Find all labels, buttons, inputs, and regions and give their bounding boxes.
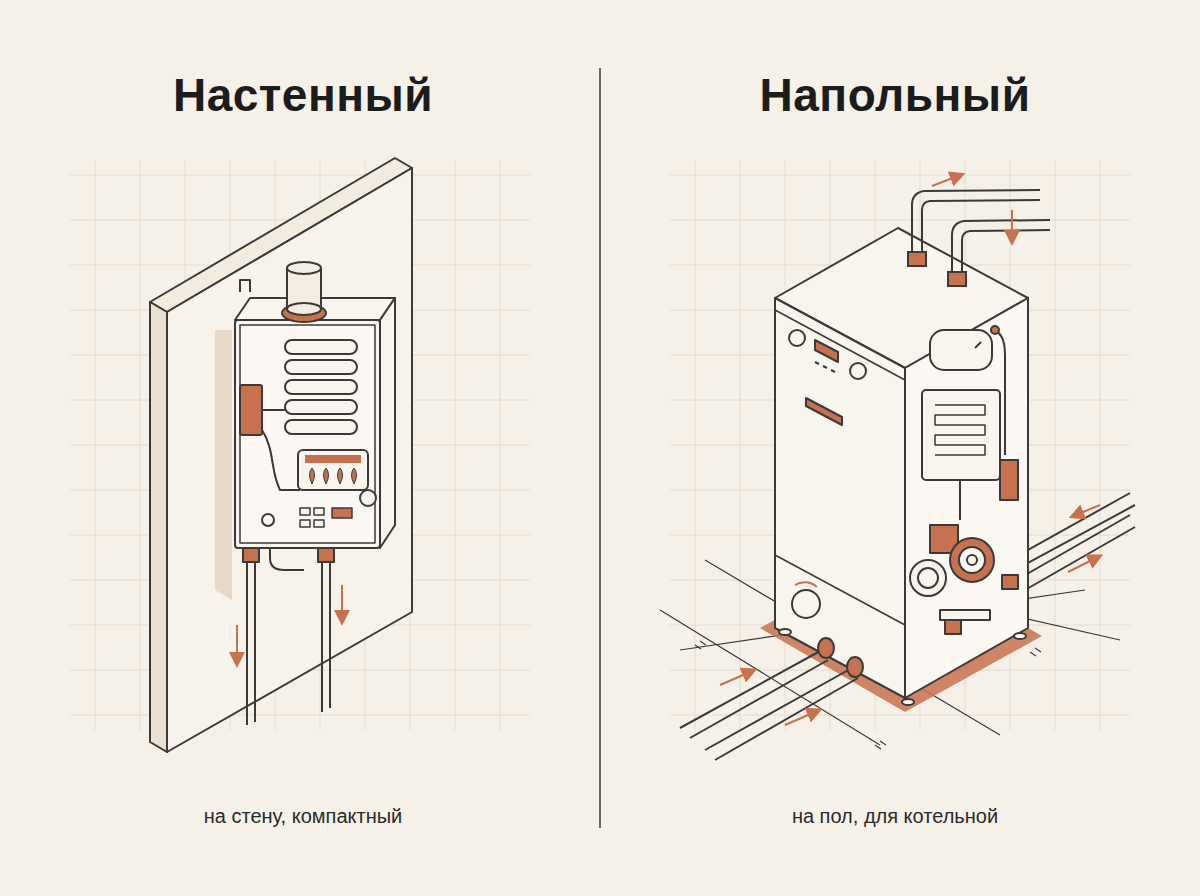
shadow — [215, 330, 232, 600]
divider — [599, 68, 601, 828]
panel-caption: на пол, для котельной — [792, 805, 998, 828]
fittings — [818, 638, 863, 677]
flow-arrow — [236, 625, 238, 660]
panel-caption: на стену, компактный — [204, 805, 402, 828]
panel-title: Настенный — [173, 68, 433, 122]
wall-boiler — [235, 262, 395, 562]
wall-boiler-pipes — [247, 548, 330, 725]
panel-title: Напольный — [760, 68, 1031, 122]
flow-arrow — [341, 585, 343, 618]
top-pipes — [908, 190, 1050, 286]
floor-boiler — [775, 228, 1028, 705]
flow-arrows — [720, 176, 1100, 725]
wall — [150, 158, 412, 752]
